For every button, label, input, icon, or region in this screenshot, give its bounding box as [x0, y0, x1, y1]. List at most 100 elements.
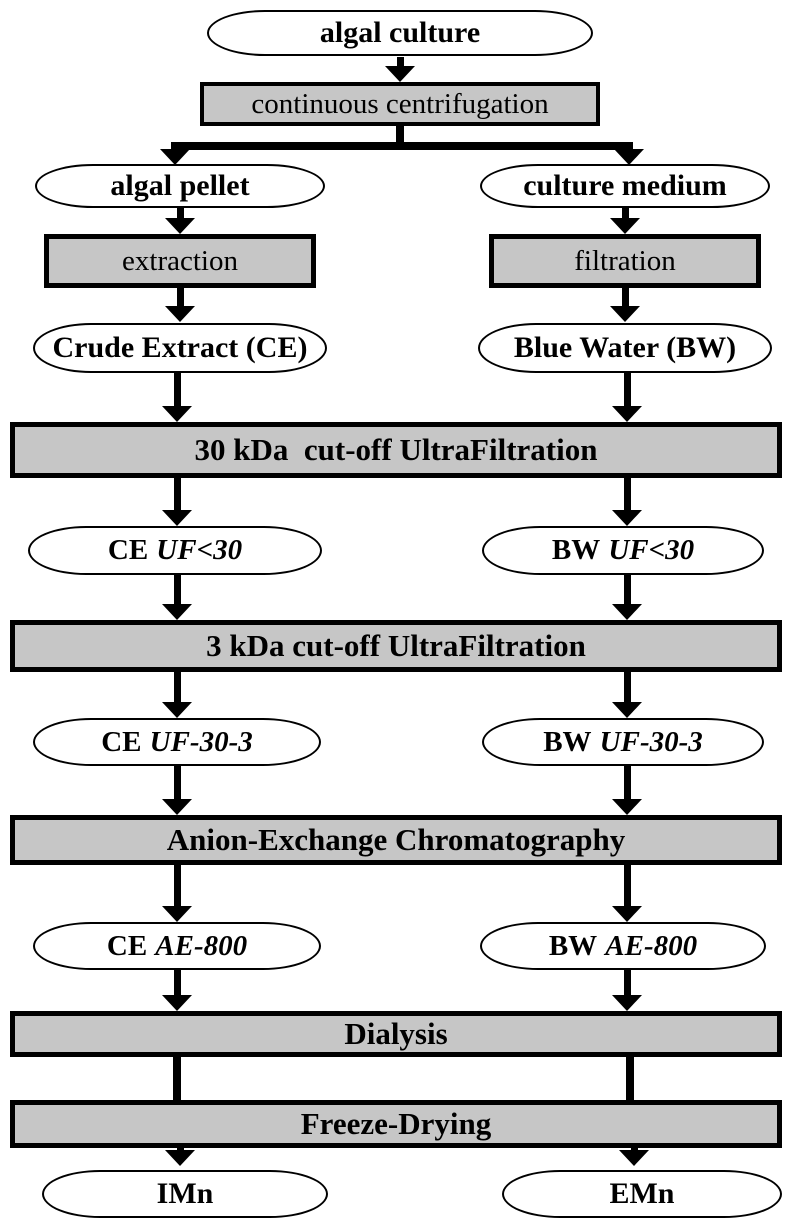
arrow-down-icon: [611, 766, 643, 815]
arrow-stem: [396, 57, 404, 66]
arrow-head: [165, 1150, 195, 1166]
arrow-down-icon: [159, 149, 191, 165]
arrow-down-icon: [161, 672, 193, 718]
arrow-head: [612, 406, 642, 422]
label-italic: UF<30: [156, 534, 243, 566]
arrow-stem: [173, 672, 181, 702]
arrow-head: [610, 306, 640, 322]
label-italic: UF<30: [608, 534, 695, 566]
arrow-down-icon: [611, 970, 643, 1011]
arrow-down-icon: [611, 672, 643, 718]
arrow-head: [162, 906, 192, 922]
label-prefix: BW: [551, 534, 601, 566]
arrow-stem: [621, 288, 629, 306]
arrow-down-icon: [609, 208, 641, 234]
terminator-blue-water: Blue Water (BW): [478, 323, 772, 373]
arrow-down-icon: [611, 575, 643, 620]
terminator-culture-medium: culture medium: [480, 164, 770, 208]
label-prefix: BW: [548, 929, 598, 962]
terminator-algal-pellet: algal pellet: [35, 164, 325, 208]
label-prefix: CE: [107, 534, 149, 566]
arrow-head: [385, 66, 415, 82]
arrow-stem: [176, 1148, 184, 1150]
arrow-head: [612, 799, 642, 815]
arrow-stem: [623, 865, 631, 906]
branch-stem-line: [396, 126, 404, 143]
process-anion-exchange-chromatography: Anion-Exchange Chromatography: [10, 815, 782, 865]
arrow-head: [162, 799, 192, 815]
arrow-stem: [630, 1148, 638, 1150]
arrow-down-icon: [618, 1148, 650, 1166]
arrow-down-icon: [164, 288, 196, 322]
arrow-down-icon: [164, 208, 196, 234]
connector-line: [626, 1056, 634, 1101]
arrow-down-icon: [161, 575, 193, 620]
arrow-head: [162, 604, 192, 620]
arrow-down-icon: [609, 288, 641, 322]
label-italic: UF-30-3: [599, 725, 703, 758]
process-freeze-drying: Freeze-Drying: [10, 1100, 782, 1148]
arrow-head: [612, 995, 642, 1011]
connector-line: [173, 1056, 181, 1101]
terminator-algal-culture: algal culture: [207, 10, 593, 56]
arrow-head: [612, 702, 642, 718]
arrow-down-icon: [161, 478, 193, 526]
terminator-emn: EMn: [502, 1170, 782, 1218]
arrow-head: [165, 218, 195, 234]
arrow-stem: [173, 970, 181, 995]
label-prefix: BW: [543, 725, 592, 758]
arrow-stem: [173, 575, 181, 604]
arrow-down-icon: [161, 970, 193, 1011]
label-prefix: CE: [106, 929, 148, 962]
arrow-down-icon: [384, 57, 416, 82]
label-italic: UF-30-3: [149, 725, 253, 758]
arrow-stem: [173, 478, 181, 510]
label-italic: AE-800: [605, 929, 698, 962]
arrow-down-icon: [161, 373, 193, 422]
arrow-stem: [623, 672, 631, 702]
arrow-head: [612, 510, 642, 526]
arrow-head: [612, 604, 642, 620]
arrow-head: [162, 702, 192, 718]
arrow-head: [162, 995, 192, 1011]
arrow-head: [610, 218, 640, 234]
arrow-down-icon: [613, 149, 645, 165]
process-filtration: filtration: [489, 234, 761, 288]
arrow-head: [160, 149, 190, 165]
arrow-down-icon: [611, 865, 643, 922]
arrow-stem: [623, 373, 631, 406]
process-dialysis: Dialysis: [10, 1011, 782, 1057]
arrow-head: [162, 406, 192, 422]
arrow-down-icon: [611, 478, 643, 526]
process-30kda-ultrafiltration: 30 kDa cut-off UltraFiltration: [10, 422, 782, 478]
terminator-crude-extract: Crude Extract (CE): [33, 323, 327, 373]
arrow-stem: [623, 575, 631, 604]
arrow-stem: [623, 478, 631, 510]
arrow-head: [162, 510, 192, 526]
arrow-down-icon: [611, 373, 643, 422]
arrow-down-icon: [161, 766, 193, 815]
process-extraction: extraction: [44, 234, 316, 288]
arrow-stem: [176, 208, 184, 218]
arrow-stem: [173, 766, 181, 799]
branch-horizontal-line: [171, 142, 633, 150]
arrow-head: [619, 1150, 649, 1166]
arrow-head: [614, 149, 644, 165]
arrow-stem: [173, 373, 181, 406]
arrow-stem: [623, 766, 631, 799]
arrow-head: [612, 906, 642, 922]
label-prefix: CE: [101, 725, 142, 758]
process-3kda-ultrafiltration: 3 kDa cut-off UltraFiltration: [10, 620, 782, 672]
arrow-down-icon: [164, 1148, 196, 1166]
terminator-imn: IMn: [42, 1170, 328, 1218]
arrow-stem: [173, 865, 181, 906]
arrow-down-icon: [161, 865, 193, 922]
arrow-stem: [623, 970, 631, 995]
